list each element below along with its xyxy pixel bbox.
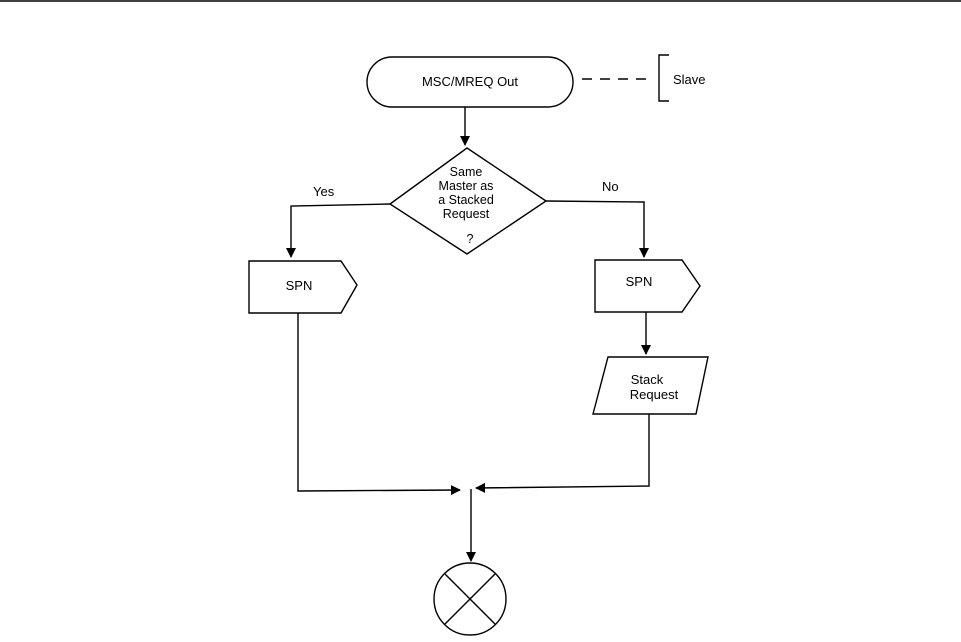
decision-diamond: Same Master as a Stacked Request ? xyxy=(388,147,548,255)
decision-line-2: Master as xyxy=(439,179,494,193)
branch-yes-label: Yes xyxy=(313,184,335,199)
merge-line-left xyxy=(297,313,461,496)
right-spn-label: SPN xyxy=(626,274,653,289)
start-terminal-label: MSC/MREQ Out xyxy=(422,74,518,89)
branch-no-label: No xyxy=(602,179,619,194)
left-spn-label: SPN xyxy=(286,278,313,293)
decision-line-3: a Stacked xyxy=(438,193,494,207)
stack-request-shape: Stack Request xyxy=(592,356,709,415)
arrow-no-branch xyxy=(545,200,649,258)
right-spn-shape: SPN xyxy=(594,259,701,313)
decision-line-1: Same xyxy=(450,165,483,179)
annotation-bracket xyxy=(658,54,669,102)
arrow-yes-branch xyxy=(286,203,391,258)
merge-line-right xyxy=(475,414,650,493)
left-spn-shape: SPN xyxy=(248,260,358,314)
end-connector-icon xyxy=(433,562,507,636)
decision-line-5: ? xyxy=(467,232,474,246)
decision-line-4: Request xyxy=(443,207,490,221)
stack-request-line-2: Request xyxy=(630,387,679,402)
stack-request-line-1: Stack xyxy=(631,372,664,387)
annotation-label: Slave xyxy=(673,72,706,87)
start-terminal: MSC/MREQ Out xyxy=(366,56,574,108)
